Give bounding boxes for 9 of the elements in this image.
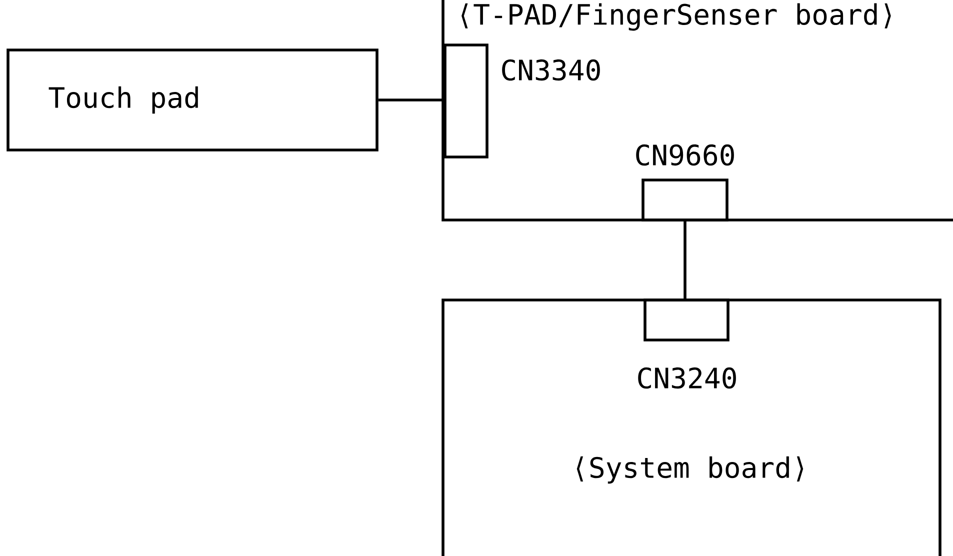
node-label: CN9660 <box>636 144 734 166</box>
connector-box: CN9660 <box>636 144 734 222</box>
node-label: CN3240 <box>638 367 736 389</box>
touch-pad-box: Touch pad <box>6 48 378 152</box>
connector-box: CN3240 <box>638 298 736 389</box>
connector-box: CN3340 <box>444 44 600 158</box>
node-label: CN3340 <box>502 59 600 81</box>
connector-line <box>378 98 444 102</box>
connector-line <box>684 221 686 299</box>
